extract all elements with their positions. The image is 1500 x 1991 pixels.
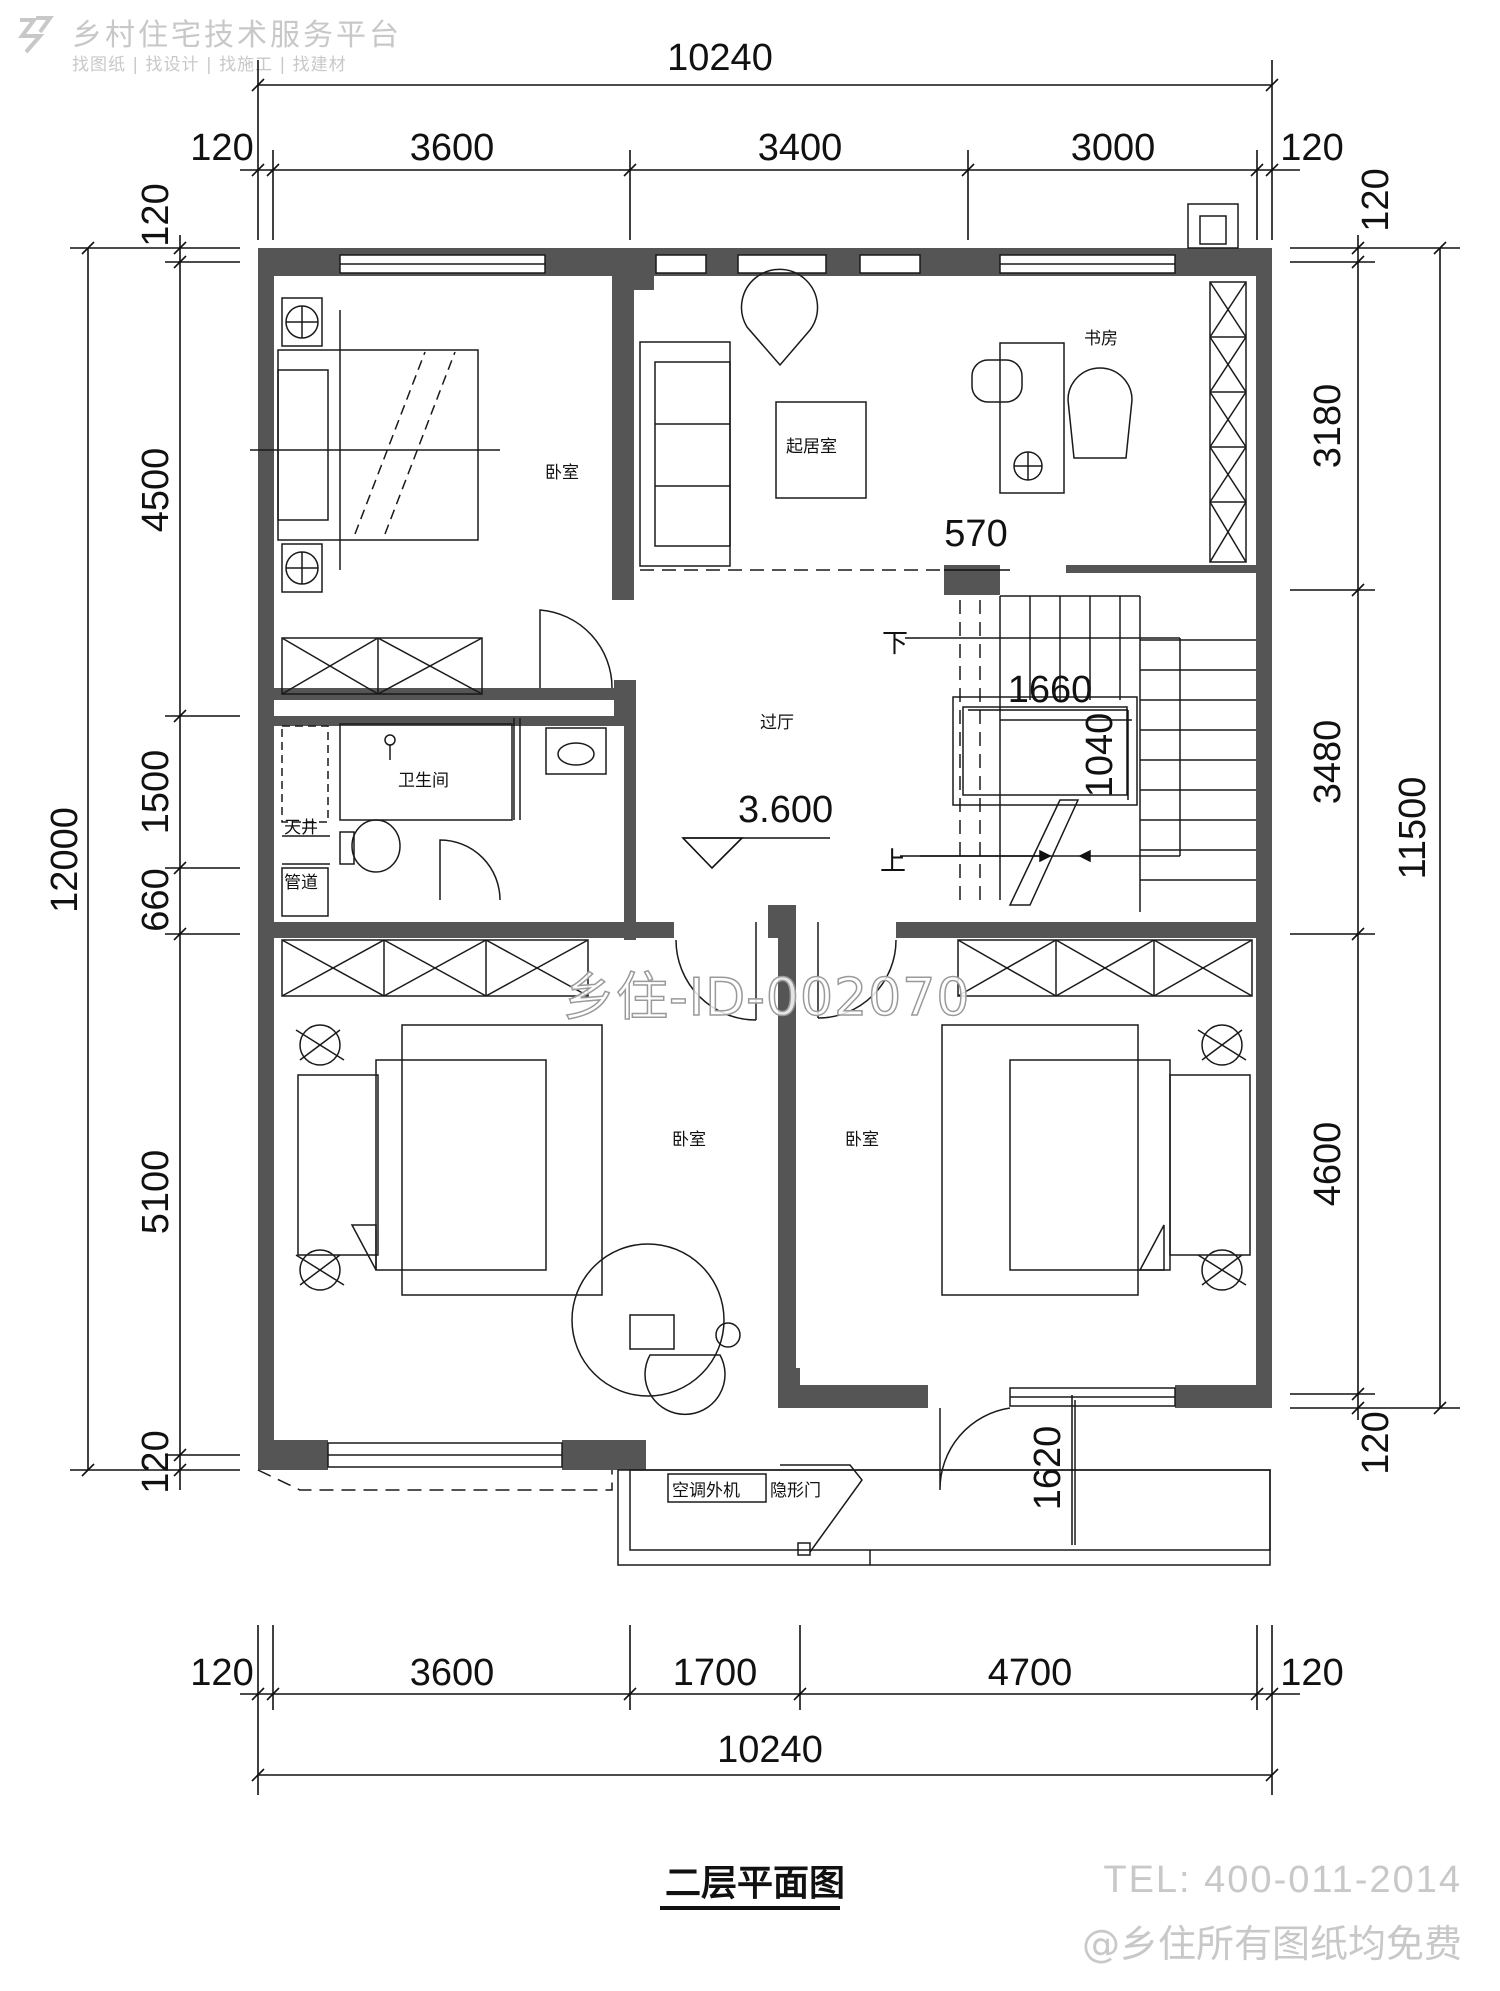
dim-1660: 1660 [1008, 669, 1093, 711]
dim-right-total: 11500 [1392, 777, 1434, 880]
watermark-id: 乡住-ID-002070 [562, 967, 971, 1029]
dim-left-seg-2: 4500 [135, 448, 177, 533]
watermark-notice: @乡住所有图纸均免费 [1081, 1922, 1462, 1966]
dim-bottom-seg-3: 1700 [673, 1652, 758, 1694]
ac-unit-label: 空调外机 [672, 1481, 740, 1501]
plan-title-underline [660, 1906, 840, 1910]
dim-left-seg-3: 1500 [135, 750, 177, 835]
stair-up-label: 上 [880, 846, 906, 876]
zigzag-logo-icon [18, 16, 54, 54]
dim-bottom-total: 10240 [717, 1729, 823, 1771]
stair-down-label: 下 [882, 628, 908, 658]
dim-right-seg-4: 4600 [1307, 1122, 1349, 1207]
dim-left-seg-6: 120 [135, 1430, 177, 1493]
room-label-skywell: 天井 [284, 818, 318, 838]
platform-title: 乡村住宅技术服务平台 [72, 18, 402, 53]
plan-title: 二层平面图 [665, 1863, 846, 1904]
dim-top-seg-4: 3000 [1071, 127, 1156, 169]
room-label-living: 起居室 [786, 437, 837, 457]
dim-bottom-seg-4: 4700 [988, 1652, 1073, 1694]
windows [327, 203, 1239, 1468]
dim-left-seg-1: 120 [135, 183, 177, 246]
dim-left-total: 12000 [44, 807, 86, 913]
room-label-hall: 过厅 [760, 713, 794, 733]
dim-right-seg-5: 120 [1355, 1411, 1397, 1474]
platform-subtitle: 找图纸 | 找设计 | 找施工 | 找建材 [72, 55, 347, 75]
dim-1620: 1620 [1027, 1426, 1069, 1511]
room-label-bathroom: 卫生间 [398, 771, 449, 791]
room-label-bedroom-nw: 卧室 [545, 463, 579, 483]
dim-left-seg-5: 5100 [135, 1150, 177, 1235]
room-label-study: 书房 [1084, 329, 1118, 349]
dim-top-total: 10240 [667, 37, 773, 79]
dim-right-seg-2: 3180 [1307, 384, 1349, 469]
dim-left-seg-4: 660 [135, 868, 177, 931]
dim-1040: 1040 [1079, 713, 1121, 798]
dim-top-seg-3: 3400 [758, 127, 843, 169]
room-label-duct: 管道 [284, 873, 318, 893]
dim-bottom-seg-2: 3600 [410, 1652, 495, 1694]
hidden-door-label: 隐形门 [770, 1481, 821, 1501]
elevation-label: 3.600 [738, 789, 833, 831]
dim-top-seg-2: 3600 [410, 127, 495, 169]
dim-bottom-seg-5: 120 [1280, 1652, 1343, 1694]
dim-top-seg-5: 120 [1280, 127, 1343, 169]
dim-bottom-seg-1: 120 [190, 1652, 253, 1694]
dim-right-seg-1: 120 [1355, 168, 1397, 231]
dimension-lines [70, 60, 1460, 1795]
walls [258, 248, 1272, 1470]
furniture [250, 268, 1271, 1566]
room-label-bedroom-sw: 卧室 [672, 1130, 706, 1150]
room-label-bedroom-se: 卧室 [845, 1130, 879, 1150]
watermark-tel: TEL: 400-011-2014 [1103, 1859, 1462, 1901]
dim-top-seg-1: 120 [190, 127, 253, 169]
elevation-marker [681, 837, 830, 870]
dim-570: 570 [944, 513, 1007, 555]
dim-right-seg-3: 3480 [1307, 720, 1349, 805]
